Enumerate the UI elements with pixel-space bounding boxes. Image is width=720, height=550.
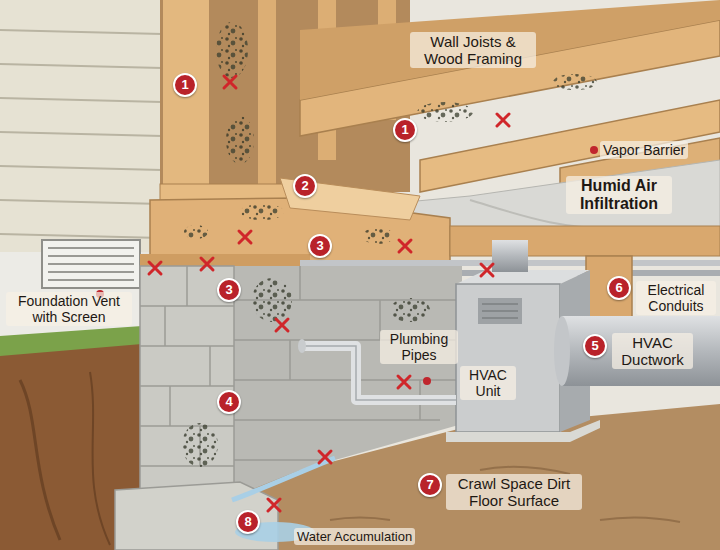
part-label: Humid Air Infiltration — [566, 176, 672, 214]
callout-number: 1 — [393, 118, 417, 142]
callout-number: 2 — [293, 174, 317, 198]
part-label: Foundation Vent with Screen — [6, 292, 132, 326]
part-label: Wall Joists & Wood Framing — [410, 32, 536, 68]
callout-number: 4 — [217, 390, 241, 414]
part-label: Water Accumulation — [294, 528, 415, 545]
part-label: Electrical Conduits — [636, 281, 716, 315]
part-label: HVAC Unit — [460, 366, 516, 400]
callout-number: 3 — [308, 234, 332, 258]
callout-number: 3 — [217, 278, 241, 302]
part-label: Vapor Barrier — [600, 141, 688, 159]
callout-number: 6 — [607, 276, 631, 300]
part-label: Crawl Space Dirt Floor Surface — [446, 474, 582, 510]
part-label: Plumbing Pipes — [380, 330, 458, 364]
callout-number: 8 — [236, 510, 260, 534]
part-label: HVAC Ductwork — [612, 333, 693, 369]
callout-number: 5 — [583, 334, 607, 358]
callout-number: 7 — [418, 473, 442, 497]
callout-number: 1 — [173, 73, 197, 97]
